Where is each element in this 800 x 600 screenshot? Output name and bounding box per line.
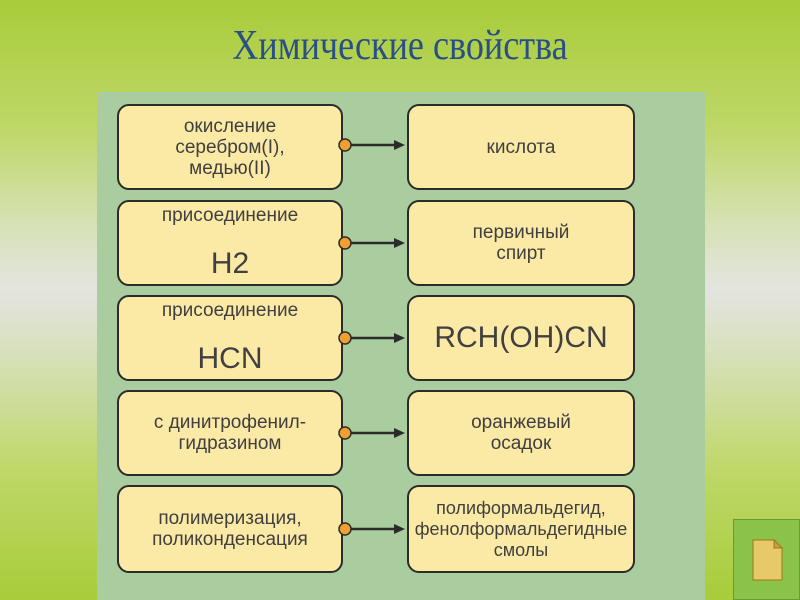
arrow-connector [338, 522, 405, 536]
product-box-cyanohydrin: RCH(OH)CN [407, 295, 635, 381]
arrow-connector [338, 331, 405, 345]
page-title: Химические свойства [232, 23, 568, 69]
product-box-primary-alcohol: первичный спирт [407, 200, 635, 286]
product-box-orange-precipitate: оранжевый осадок [407, 390, 635, 476]
property-box-h2-addition: присоединение H2 [117, 200, 343, 286]
property-box-oxidation: окисление серебром(I), медью(II) [117, 104, 343, 190]
next-page-button[interactable] [733, 519, 800, 600]
property-box-polymerization: полимеризация, поликонденсация [117, 485, 343, 573]
reaction-label: присоединение [161, 300, 299, 321]
arrow-connector [338, 138, 405, 152]
reagent-formula: HCN [197, 342, 263, 375]
reagent-formula: H2 [210, 247, 250, 280]
property-box-hcn-addition: присоединение HCN [117, 295, 343, 381]
product-box-acid: кислота [407, 104, 635, 190]
product-box-resins: полиформальдегид, фенолформальдегидные с… [407, 485, 635, 573]
reaction-label: присоединение [161, 205, 299, 226]
page-icon [752, 538, 784, 581]
diagram-panel: окисление серебром(I), медью(II) кислота… [97, 92, 705, 600]
property-box-dnph: с динитрофенил- гидразином [117, 390, 343, 476]
arrow-connector [338, 426, 405, 440]
arrow-connector [338, 236, 405, 250]
